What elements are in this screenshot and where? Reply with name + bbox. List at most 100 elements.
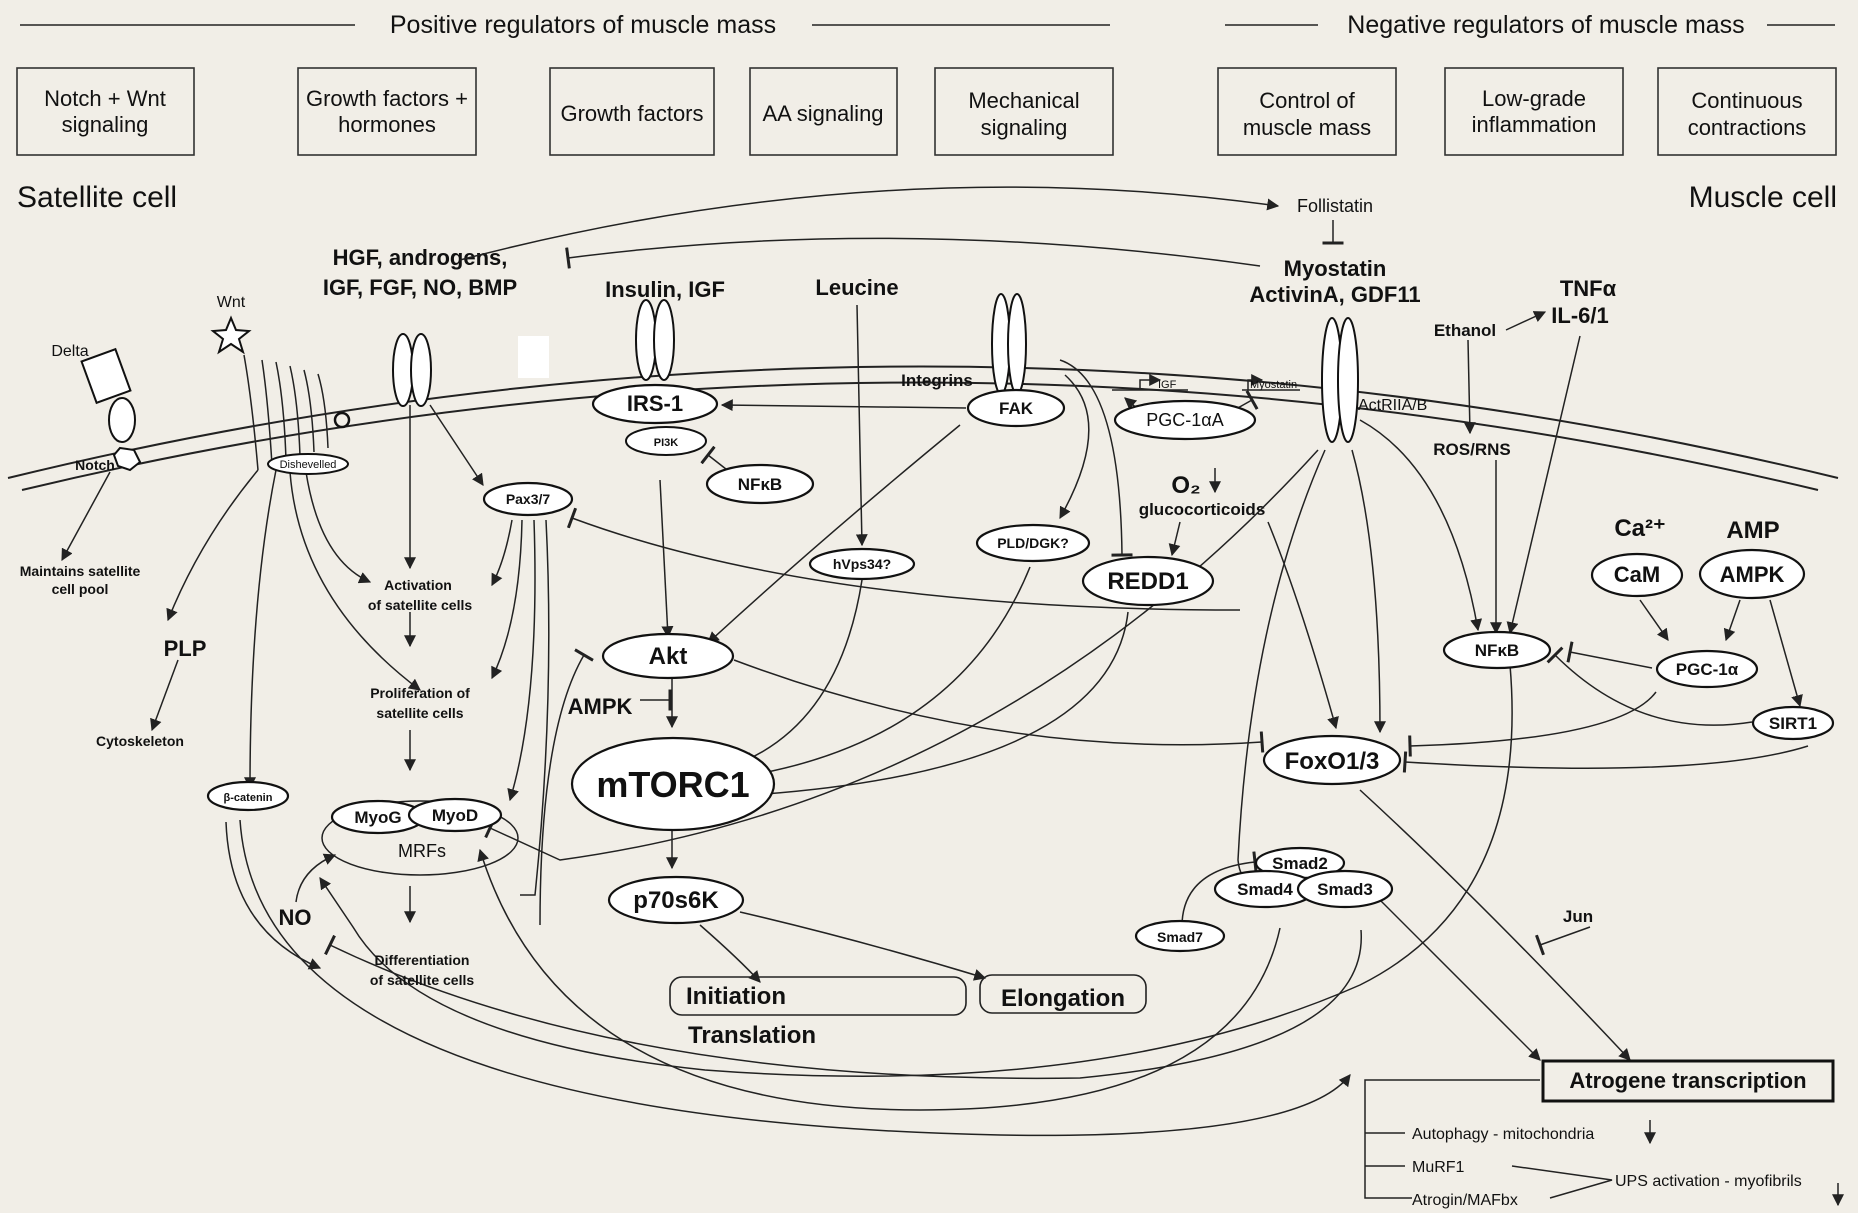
differentiation-label-2: of satellite cells — [370, 972, 474, 988]
pld-label: PLD/DGK? — [997, 535, 1069, 551]
box-mechanical: Mechanical signaling — [934, 67, 1114, 156]
maintains-label-2: cell pool — [52, 581, 109, 597]
ampk-label: AMPK — [1720, 562, 1785, 587]
smad2-label: Smad2 — [1272, 854, 1328, 873]
gene-igf: IGF — [1112, 374, 1188, 391]
pgc1a-a-label: PGC-1αA — [1146, 410, 1223, 430]
hvps34-label: hVps34? — [833, 556, 891, 572]
sirt1-label: SIRT1 — [1769, 714, 1817, 733]
translation-elongation: Elongation — [979, 974, 1147, 1014]
fak-label: FAK — [999, 399, 1034, 418]
box-mechanical-line1: Mechanical — [968, 88, 1079, 113]
node-redd1: REDD1 — [1081, 555, 1215, 607]
smad7-label: Smad7 — [1157, 929, 1203, 945]
myog-label: MyoG — [354, 808, 401, 827]
cytoskeleton-label: Cytoskeleton — [96, 733, 184, 749]
node-nfkb-top: NFκB — [705, 463, 815, 505]
autophagy-label: Autophagy - mitochondria — [1412, 1126, 1594, 1143]
box-control-line1: Control of — [1259, 88, 1355, 113]
node-mtorc1: mTORC1 — [570, 736, 776, 832]
dishevelled-label: Dishevelled — [280, 459, 337, 471]
activation-label-2: of satellite cells — [368, 597, 472, 613]
redd1-label: REDD1 — [1107, 568, 1188, 595]
activation-label-1: Activation — [384, 577, 452, 593]
proliferation-label-2: satellite cells — [376, 705, 463, 721]
box-control-line2: muscle mass — [1243, 115, 1371, 140]
box-control: Control of muscle mass — [1217, 67, 1397, 156]
wnt-star-icon — [210, 315, 252, 355]
node-pgc1a: PGC-1α — [1655, 649, 1759, 689]
connectors — [61, 186, 1844, 1207]
box-contractions-line1: Continuous — [1691, 88, 1802, 113]
node-p70: p70s6K — [607, 875, 745, 925]
positive-regulators-header: Positive regulators of muscle mass — [390, 11, 776, 39]
hgf-receptor — [392, 333, 432, 407]
node-akt: Akt — [601, 632, 735, 680]
hgf-label-1: HGF, androgens, — [333, 245, 508, 270]
actriib-receptor — [1321, 317, 1359, 443]
box-aa-signaling-text: AA signaling — [762, 101, 883, 126]
myostatin-label-1: Myostatin — [1284, 256, 1387, 281]
murf1-label: MuRF1 — [1412, 1159, 1465, 1176]
pax37-label: Pax3/7 — [506, 491, 551, 507]
ups-label: UPS activation - myofibrils — [1615, 1173, 1802, 1190]
insulin-receptor — [635, 299, 675, 381]
node-pi3k: PI3K — [625, 426, 707, 456]
pi3k-label: PI3K — [654, 437, 679, 449]
node-pax37: Pax3/7 — [482, 481, 574, 517]
integrins-label: Integrins — [901, 371, 973, 390]
node-cam: CaM — [1590, 552, 1684, 598]
node-dishevelled: Dishevelled — [267, 453, 349, 475]
insulin-igf-label: Insulin, IGF — [605, 277, 725, 302]
box-notch-wnt-line2: signaling — [62, 112, 149, 137]
box-inflammation-line2: inflammation — [1472, 112, 1597, 137]
membrane-gap — [518, 336, 549, 378]
node-smad7: Smad7 — [1134, 919, 1226, 953]
negative-regulators-header: Negative regulators of muscle mass — [1347, 11, 1744, 39]
glucocorticoids-label: glucocorticoids — [1139, 500, 1266, 519]
box-notch-wnt-line1: Notch + Wnt — [44, 86, 166, 111]
box-notch-wnt: Notch + Wnt signaling — [16, 67, 195, 156]
follistatin-label: Follistatin — [1297, 196, 1373, 216]
node-smad4: Smad4 — [1213, 869, 1317, 909]
tnf-label: TNFα — [1560, 276, 1617, 301]
akt-label: Akt — [649, 643, 688, 670]
mtorc1-label: mTORC1 — [596, 764, 749, 805]
box-growth-hormones-line2: hormones — [338, 112, 436, 137]
notch-label: Notch — [75, 457, 115, 473]
translation-label: Translation — [688, 1022, 816, 1049]
initiation-label: Initiation — [686, 983, 786, 1010]
irs1-label: IRS-1 — [627, 391, 683, 416]
node-fak: FAK — [966, 388, 1066, 428]
jun-label: Jun — [1563, 907, 1593, 926]
o2-label: O₂ — [1171, 472, 1200, 499]
node-pld: PLD/DGK? — [975, 523, 1091, 563]
il6-label: IL-6/1 — [1551, 303, 1608, 328]
wnt-receptor — [210, 315, 351, 471]
box-contractions-line2: contractions — [1688, 115, 1807, 140]
nfkb-right-label: NFκB — [1475, 641, 1519, 660]
nfkb-top-label: NFκB — [738, 475, 782, 494]
node-sirt1: SIRT1 — [1751, 705, 1835, 741]
myostatin-gene-label: Myostatin — [1250, 379, 1297, 391]
elongation-label: Elongation — [1001, 985, 1125, 1012]
delta-notch-receptor — [80, 347, 142, 472]
delta-label: Delta — [51, 343, 88, 360]
gene-myostatin: Myostatin — [1242, 374, 1300, 391]
bcatenin-label: β-catenin — [224, 792, 273, 804]
node-bcatenin: β-catenin — [206, 780, 290, 812]
pgc1a-label: PGC-1α — [1676, 660, 1739, 679]
box-inflammation: Low-grade inflammation — [1444, 67, 1624, 156]
wnt-label: Wnt — [217, 294, 246, 311]
plp-label: PLP — [164, 636, 207, 661]
smad4-label: Smad4 — [1237, 880, 1293, 899]
node-irs1: IRS-1 — [591, 383, 719, 425]
box-inflammation-line1: Low-grade — [1482, 86, 1586, 111]
actriib-label: ActRIIA/B — [1358, 397, 1427, 414]
box-contractions: Continuous contractions — [1657, 67, 1837, 156]
box-growth-hormones-line1: Growth factors + — [306, 86, 468, 111]
box-growth-hormones: Growth factors + hormones — [297, 67, 477, 156]
igf-gene-label: IGF — [1158, 379, 1177, 391]
ethanol-label: Ethanol — [1434, 321, 1496, 340]
